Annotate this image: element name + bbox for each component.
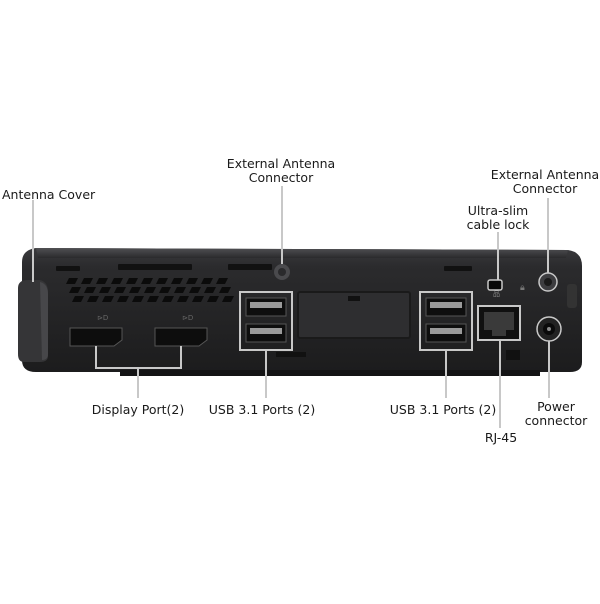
vent-slot	[87, 296, 99, 302]
label-antenna-cover: Antenna Cover	[2, 187, 96, 202]
label-display-port: Display Port(2)	[91, 402, 185, 417]
label-rj45: RJ-45	[484, 430, 518, 445]
vent-slot	[99, 287, 111, 293]
label-power-line2: connector	[524, 413, 588, 428]
antenna-cover	[18, 280, 48, 362]
vent-slot	[147, 296, 159, 302]
vent-slot	[102, 296, 114, 302]
label-power-connector: Power connector	[525, 400, 588, 428]
display-port-2: ⊳D	[154, 314, 208, 347]
power-connector	[536, 316, 562, 342]
vent-slot	[216, 278, 228, 284]
label-ext-antenna-left-line2: Connector	[248, 170, 314, 185]
rj45-port: 品	[477, 290, 521, 360]
display-port-1: ⊳D	[69, 314, 123, 347]
vent-slot	[129, 287, 141, 293]
vent-slot	[222, 296, 234, 302]
label-usb-right: USB 3.1 Ports (2)	[389, 402, 497, 417]
vent-slot	[117, 296, 129, 302]
vent-slot	[144, 287, 156, 293]
vent-slot	[201, 278, 213, 284]
vent-slot	[171, 278, 183, 284]
label-ext-antenna-left: External Antenna Connector	[227, 157, 335, 185]
callout-lines	[32, 186, 550, 428]
usb-ports-left	[239, 291, 306, 357]
vent-slot	[69, 287, 81, 293]
vent-slot	[219, 287, 231, 293]
vent-slot	[126, 278, 138, 284]
label-ext-antenna-right: External Antenna Connector	[491, 168, 599, 196]
label-ext-antenna-right-line1: External Antenna	[490, 167, 600, 182]
label-usb-left: USB 3.1 Ports (2)	[208, 402, 316, 417]
antenna-connector-right	[538, 272, 558, 292]
vent-slot	[81, 278, 93, 284]
label-cable-lock-line2: cable lock	[466, 217, 530, 232]
vent-slot	[141, 278, 153, 284]
top-slots	[56, 264, 472, 271]
vent-slot	[162, 296, 174, 302]
vent-slot	[186, 278, 198, 284]
vent-slot	[66, 278, 78, 284]
svg-text:⊳D: ⊳D	[182, 314, 193, 322]
label-ext-antenna-left-line1: External Antenna	[226, 156, 336, 171]
cable-lock-slot: 🔒︎	[487, 279, 525, 293]
vent-slot	[174, 287, 186, 293]
vent-grille	[66, 278, 234, 302]
vent-slot	[156, 278, 168, 284]
network-icon: 品	[493, 290, 500, 298]
label-power-line1: Power	[537, 399, 575, 414]
vent-slot	[192, 296, 204, 302]
lock-icon: 🔒︎	[520, 283, 525, 293]
vent-slot	[84, 287, 96, 293]
vent-slot	[111, 278, 123, 284]
vent-slot	[189, 287, 201, 293]
label-cable-lock: Ultra-slim cable lock	[467, 204, 530, 232]
vent-slot	[114, 287, 126, 293]
expansion-panel	[297, 291, 411, 339]
svg-text:⊳D: ⊳D	[97, 314, 108, 322]
vent-slot	[159, 287, 171, 293]
side-tab	[567, 284, 577, 308]
label-ext-antenna-right-line2: Connector	[512, 181, 578, 196]
vent-slot	[204, 287, 216, 293]
vent-slot	[177, 296, 189, 302]
antenna-connector-left	[274, 264, 290, 280]
vent-slot	[132, 296, 144, 302]
label-cable-lock-line1: Ultra-slim	[467, 203, 529, 218]
vent-slot	[72, 296, 84, 302]
usb-ports-right	[419, 291, 473, 351]
vent-slot	[96, 278, 108, 284]
vent-slot	[207, 296, 219, 302]
